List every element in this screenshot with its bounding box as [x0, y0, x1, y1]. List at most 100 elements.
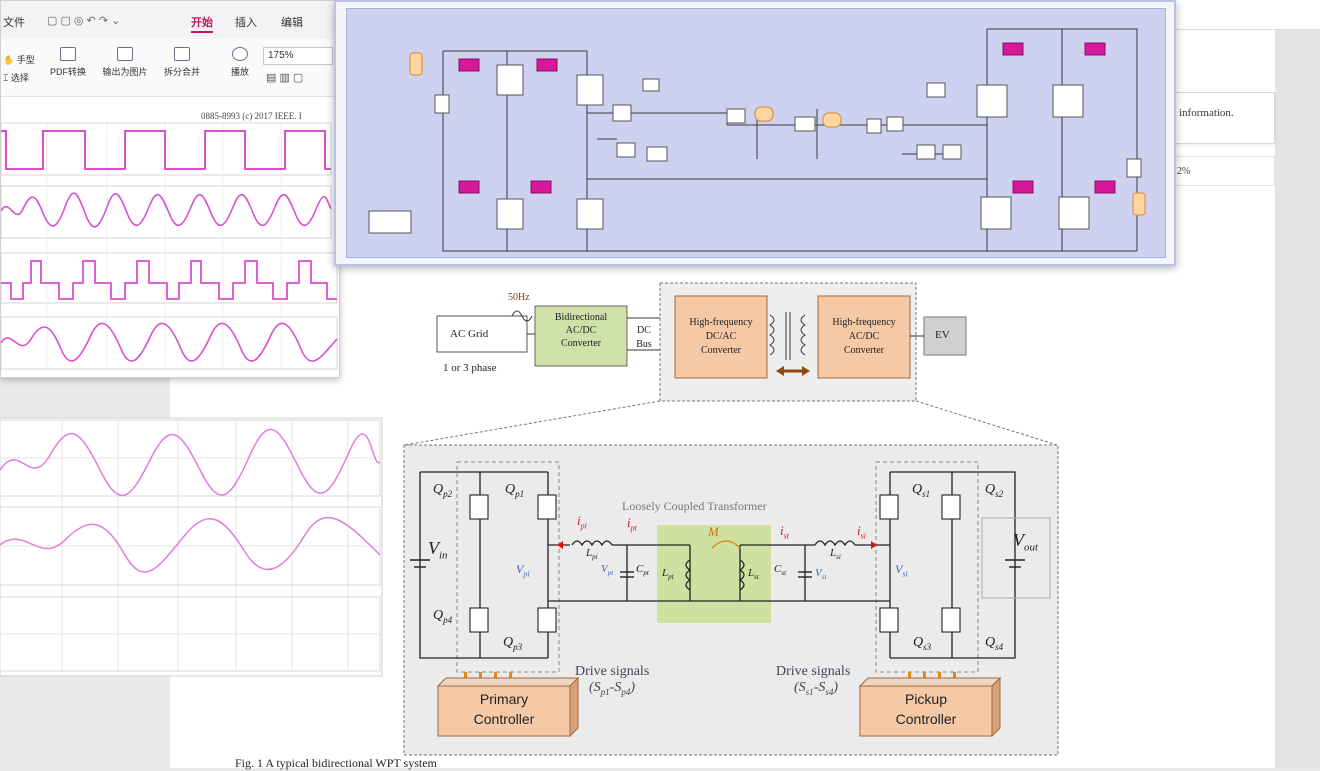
vst-label: Vst	[815, 567, 826, 581]
lsi-text: L	[830, 547, 837, 559]
play-button[interactable]: 播放	[226, 47, 254, 78]
circuit-diagram	[403, 444, 1059, 756]
cst-label: Cst	[774, 563, 786, 577]
cst-sub: st	[781, 569, 787, 578]
ev-label: EV	[935, 329, 950, 341]
dc-bus-line1: DC	[637, 325, 651, 336]
hf-acdc-line3: Converter	[844, 345, 884, 356]
ac-grid-label: AC Grid	[450, 328, 489, 340]
vin-label: Vin	[428, 538, 448, 562]
vpt-text: V	[601, 563, 608, 575]
info-text: information.	[1179, 107, 1234, 119]
hand-tool[interactable]: ✋ 手型	[3, 53, 35, 66]
ipt-label: ipt	[627, 515, 637, 533]
simulink-model-window[interactable]	[334, 0, 1176, 266]
info-text-secondary: 2%	[1177, 166, 1191, 177]
zoom-select[interactable]: 175%	[263, 47, 333, 65]
export-image-button[interactable]: 输出为图片	[97, 47, 153, 78]
cpt-sub: pt	[643, 569, 649, 578]
hf-acdc-label: High-frequency AC/DC Converter	[818, 316, 910, 358]
qp1-label: Qp1	[505, 482, 524, 499]
vsi-sub: si	[902, 569, 908, 579]
vin-text: V	[428, 538, 439, 558]
wps-pdf-window[interactable]: 文件 ▢ ▢ ◎ ↶ ↷ ⌄ 开始 插入 编辑 ✋ 手型 ⌶ 选择 PDF转换 …	[0, 0, 341, 378]
vout-text: V	[1013, 530, 1024, 550]
ist-label: ist	[780, 523, 789, 541]
export-image-icon	[117, 47, 133, 61]
hf-dcac-line2: DC/AC	[705, 331, 737, 342]
lst-label: Lst	[748, 567, 759, 581]
drive-signals-secondary: Drive signals (Ss1-Ss4)	[776, 664, 850, 697]
dc-bus-label: DC Bus	[632, 324, 656, 352]
qs4-text: Q	[985, 635, 996, 650]
hf-acdc-line1: High-frequency	[832, 317, 896, 328]
bidir-line3: Converter	[561, 338, 601, 349]
vst-sub: st	[821, 573, 827, 582]
isi-label: isi	[857, 523, 866, 541]
hf-dcac-label: High-frequency DC/AC Converter	[675, 316, 767, 358]
ipi-text: i	[577, 513, 581, 528]
figure-caption: Fig. 1 A typical bidirectional WPT syste…	[235, 756, 437, 770]
drive-secondary-title: Drive signals	[776, 664, 851, 679]
vout-sub: out	[1024, 541, 1039, 554]
qs3-label: Qs3	[913, 635, 931, 652]
scope-panel-lower	[0, 417, 383, 677]
mutual-label: M	[708, 524, 719, 539]
lsi-sub: si	[836, 553, 841, 562]
menu-file[interactable]: 文件	[3, 17, 25, 29]
bidir-line2: AC/DC	[565, 325, 597, 336]
qp3-label: Qp3	[503, 635, 522, 652]
lpt-text: L	[662, 567, 669, 579]
dc-bus-line2: Bus	[636, 339, 652, 350]
view-mode-icons[interactable]: ▤ ▥ ▢	[266, 72, 304, 84]
lsi-label: Lsi	[830, 547, 841, 561]
drive-secondary-range: (Ss1-Ss4)	[794, 680, 839, 697]
export-image-label: 输出为图片	[102, 67, 148, 77]
ipi-label: ipi	[577, 513, 587, 531]
select-tool[interactable]: ⌶ 选择	[3, 71, 29, 84]
qs3-text: Q	[913, 635, 924, 650]
phase-label: 1 or 3 phase	[443, 362, 497, 374]
split-merge-button[interactable]: 拆分合并	[155, 47, 209, 78]
hand-tool-label: 手型	[16, 55, 35, 65]
hand-icon: ✋	[3, 55, 15, 65]
primary-ctrl-line1: Primary	[479, 691, 529, 707]
drive-primary-open: (S	[589, 680, 601, 695]
lpi-sub: pi	[592, 553, 598, 562]
lpi-label: Lpi	[586, 547, 598, 561]
qp4-text: Q	[433, 608, 444, 623]
isi-text: i	[857, 523, 861, 538]
pickup-controller: Pickup Controller	[860, 689, 992, 729]
bidir-line1: Bidirectional	[554, 312, 608, 323]
ist-text: i	[780, 523, 784, 538]
qs4-label: Qs4	[985, 635, 1003, 652]
qs3-sub: s3	[923, 641, 932, 652]
quick-access-icons[interactable]: ▢ ▢ ◎ ↶ ↷ ⌄	[47, 15, 121, 27]
pdf-convert-button[interactable]: PDF转换	[45, 47, 91, 78]
vin-sub: in	[439, 549, 448, 562]
select-tool-label: 选择	[10, 73, 29, 83]
block-diagram	[404, 282, 1058, 446]
freq-label: 50Hz	[508, 292, 530, 303]
play-label: 播放	[230, 67, 249, 77]
drive-secondary-to: s4	[825, 686, 834, 697]
menu-insert[interactable]: 插入	[235, 17, 257, 29]
qp4-sub: p4	[443, 614, 453, 625]
split-merge-icon	[174, 47, 190, 61]
menu-home[interactable]: 开始	[191, 17, 213, 29]
simulink-block-diagram	[368, 28, 1146, 252]
active-tab-underline	[191, 31, 213, 33]
drive-signals-primary: Drive signals (Sp1-Sp4)	[575, 664, 649, 697]
pickup-ctrl-line1: Pickup	[904, 691, 948, 707]
vpt-sub: pt	[607, 569, 614, 578]
split-merge-label: 拆分合并	[163, 67, 200, 77]
play-icon	[232, 47, 248, 61]
transformer-label: Loosely Coupled Transformer	[622, 499, 767, 513]
menu-edit[interactable]: 编辑	[281, 17, 303, 29]
drive-secondary-from: s1	[805, 686, 814, 697]
qp2-text: Q	[433, 482, 444, 497]
isi-sub: si	[860, 531, 866, 541]
vpi-text: V	[516, 562, 524, 576]
primary-ctrl-line2: Controller	[473, 711, 535, 727]
simulink-canvas[interactable]	[346, 8, 1166, 258]
